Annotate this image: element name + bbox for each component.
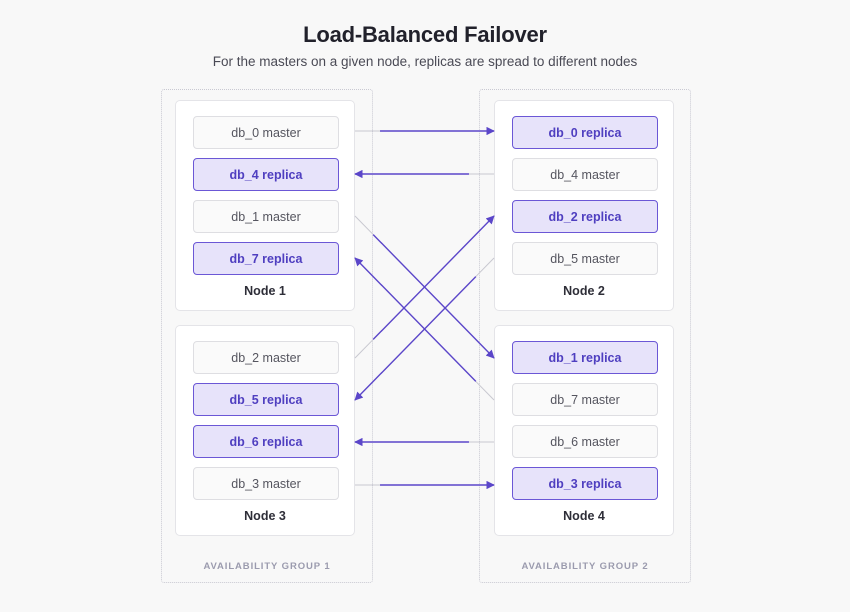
node3-db-list: db_2 master db_5 replica db_6 replica db… bbox=[193, 341, 339, 509]
db-box-db_5-replica[interactable]: db_5 replica bbox=[193, 383, 339, 416]
node-card-node2[interactable]: db_0 replica db_4 master db_2 replica db… bbox=[494, 100, 674, 311]
node-card-node4[interactable]: db_1 replica db_7 master db_6 master db_… bbox=[494, 325, 674, 536]
db-box-db_2-master[interactable]: db_2 master bbox=[193, 341, 339, 374]
db-box-db_3-replica[interactable]: db_3 replica bbox=[512, 467, 658, 500]
db-box-db_0-replica[interactable]: db_0 replica bbox=[512, 116, 658, 149]
node-card-node1[interactable]: db_0 master db_4 replica db_1 master db_… bbox=[175, 100, 355, 311]
connector-db_7 bbox=[354, 257, 495, 401]
node1-label: Node 1 bbox=[244, 284, 286, 298]
db-box-db_3-master[interactable]: db_3 master bbox=[193, 467, 339, 500]
connector-db_2 bbox=[354, 215, 495, 359]
page-title: Load-Balanced Failover bbox=[303, 22, 547, 47]
node1-db-list: db_0 master db_4 replica db_1 master db_… bbox=[193, 116, 339, 284]
db-box-db_4-master[interactable]: db_4 master bbox=[512, 158, 658, 191]
node2-label: Node 2 bbox=[563, 284, 605, 298]
availability-group-2-label: AVAILABILITY GROUP 2 bbox=[521, 561, 649, 572]
node3-label: Node 3 bbox=[244, 509, 286, 523]
node4-db-list: db_1 replica db_7 master db_6 master db_… bbox=[512, 341, 658, 509]
db-box-db_7-replica[interactable]: db_7 replica bbox=[193, 242, 339, 275]
db-box-db_2-replica[interactable]: db_2 replica bbox=[512, 200, 658, 233]
db-box-db_5-master[interactable]: db_5 master bbox=[512, 242, 658, 275]
db-box-db_7-master[interactable]: db_7 master bbox=[512, 383, 658, 416]
node-card-node3[interactable]: db_2 master db_5 replica db_6 replica db… bbox=[175, 325, 355, 536]
availability-group-1-label: AVAILABILITY GROUP 1 bbox=[203, 561, 331, 572]
db-box-db_4-replica[interactable]: db_4 replica bbox=[193, 158, 339, 191]
db-box-db_6-master[interactable]: db_6 master bbox=[512, 425, 658, 458]
node2-db-list: db_0 replica db_4 master db_2 replica db… bbox=[512, 116, 658, 284]
node4-label: Node 4 bbox=[563, 509, 605, 523]
db-box-db_1-replica[interactable]: db_1 replica bbox=[512, 341, 658, 374]
db-box-db_1-master[interactable]: db_1 master bbox=[193, 200, 339, 233]
connector-db_1 bbox=[354, 215, 495, 359]
connector-db_5 bbox=[354, 257, 495, 401]
db-box-db_0-master[interactable]: db_0 master bbox=[193, 116, 339, 149]
db-box-db_6-replica[interactable]: db_6 replica bbox=[193, 425, 339, 458]
page-subtitle: For the masters on a given node, replica… bbox=[212, 54, 638, 69]
